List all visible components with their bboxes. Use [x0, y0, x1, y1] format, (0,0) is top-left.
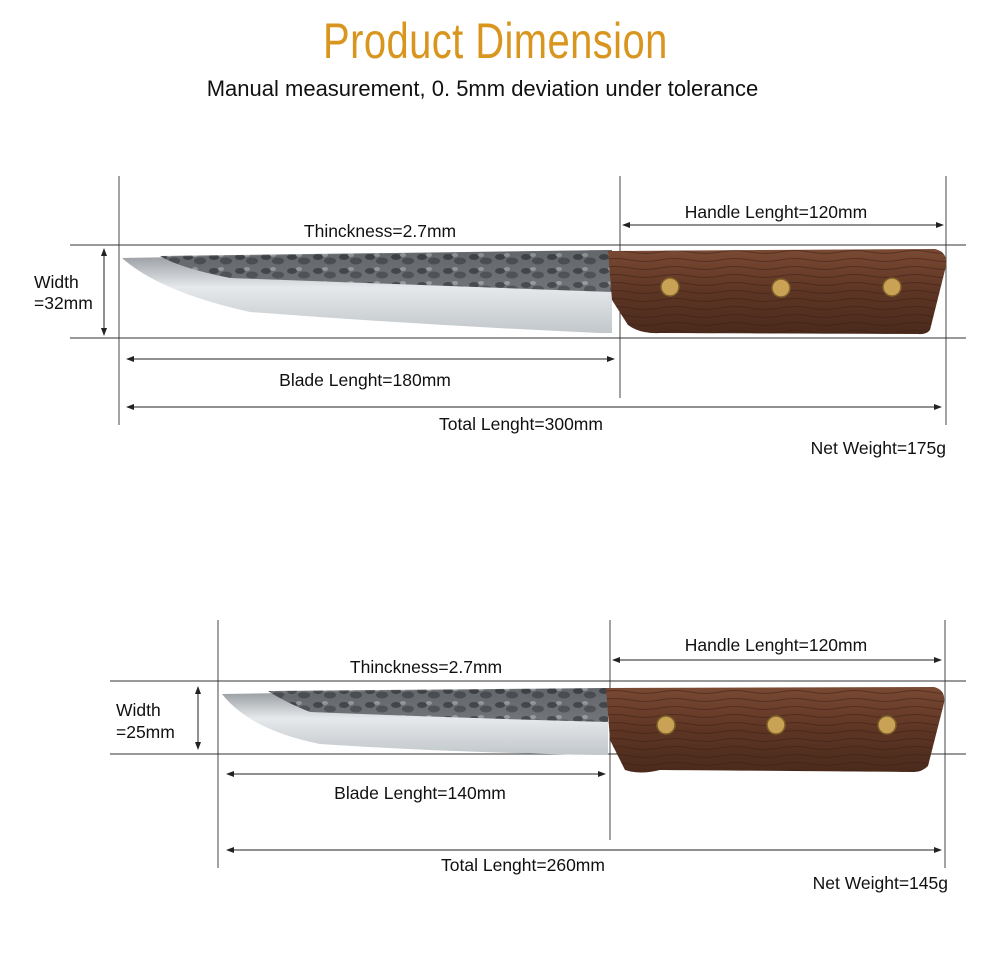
knife-2-handle-arrow: [612, 657, 942, 663]
knife-2-thickness-label: Thinckness=2.7mm: [350, 657, 502, 677]
knife-1-handle-label: Handle Lenght=120mm: [685, 202, 867, 222]
knife-2-width-value: =25mm: [116, 722, 175, 742]
knife-1-blade-label: Blade Lenght=180mm: [279, 370, 451, 390]
knife-2-rivet-2: [766, 715, 786, 735]
knife-1-blade: [122, 250, 612, 333]
knife-1-rivet-2: [771, 278, 791, 298]
page-subtitle: Manual measurement, 0. 5mm deviation und…: [206, 76, 759, 101]
knife-1-width-label: Width: [34, 272, 79, 292]
knife-2-rivet-1: [656, 715, 676, 735]
knife-2-total-label: Total Lenght=260mm: [441, 855, 605, 875]
knife-1-width-arrow: [101, 248, 107, 336]
knife-1-handle-arrow: [622, 222, 944, 228]
knife-1-blade-arrow: [126, 356, 615, 362]
knife-1-rivet-1: [660, 277, 680, 297]
knife-1-group: Thinckness=2.7mm Handle Lenght=120mm Wid…: [34, 176, 966, 458]
knife-2-handle: [606, 687, 945, 773]
knife-2-total-arrow: [226, 847, 942, 853]
knife-1-weight-label: Net Weight=175g: [811, 438, 946, 458]
knife-1-total-arrow: [126, 404, 942, 410]
knife-2-blade: [222, 688, 608, 755]
knife-2-group: Thinckness=2.7mm Handle Lenght=120mm Wid…: [110, 620, 966, 893]
knife-1-total-label: Total Lenght=300mm: [439, 414, 603, 434]
knife-2-blade-label: Blade Lenght=140mm: [334, 783, 506, 803]
knife-1-width-value: =32mm: [34, 293, 93, 313]
knife-1-thickness-label: Thinckness=2.7mm: [304, 221, 456, 241]
knife-2-handle-label: Handle Lenght=120mm: [685, 635, 867, 655]
knife-2-width-arrow: [195, 686, 201, 750]
knife-2-weight-label: Net Weight=145g: [813, 873, 948, 893]
knife-2-blade-arrow: [226, 771, 606, 777]
knife-1-rivet-3: [882, 277, 902, 297]
page-title: Product Dimension: [323, 13, 668, 69]
knife-2-width-label: Width: [116, 700, 161, 720]
knife-1-handle: [608, 249, 947, 335]
knife-2-rivet-3: [877, 715, 897, 735]
